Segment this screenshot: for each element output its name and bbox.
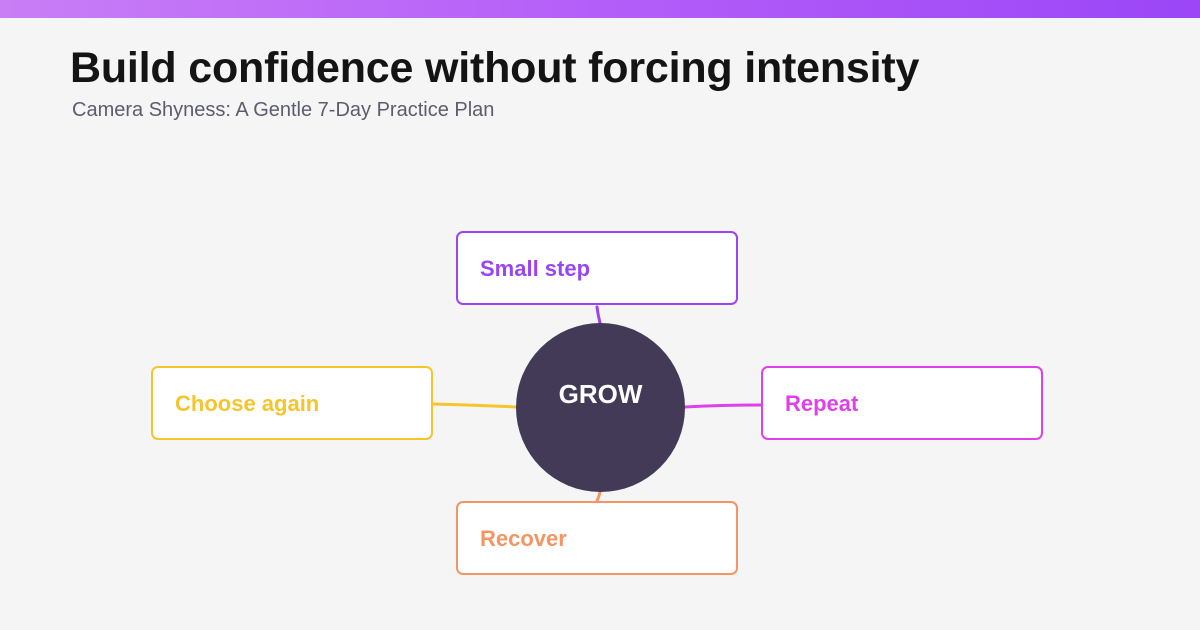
connector-left <box>431 402 518 409</box>
page-subtitle: Camera Shyness: A Gentle 7-Day Practice … <box>72 99 495 121</box>
center-hub-label: GROW <box>558 379 643 409</box>
connector-top <box>595 305 602 325</box>
node-label: Choose again <box>175 391 320 416</box>
node-choose-again: Choose again <box>151 366 433 440</box>
node-recover: Recover <box>456 501 738 575</box>
node-label: Recover <box>480 526 567 551</box>
connector-bottom <box>595 490 602 503</box>
node-small-step: Small step <box>456 231 738 305</box>
center-hub: GROW <box>516 323 685 492</box>
node-label: Small step <box>480 256 591 281</box>
accent-bar <box>0 0 1200 18</box>
page-title: Build confidence without forcing intensi… <box>70 44 920 92</box>
node-repeat: Repeat <box>761 366 1043 440</box>
connector-right <box>683 403 763 409</box>
node-label: Repeat <box>785 391 859 416</box>
